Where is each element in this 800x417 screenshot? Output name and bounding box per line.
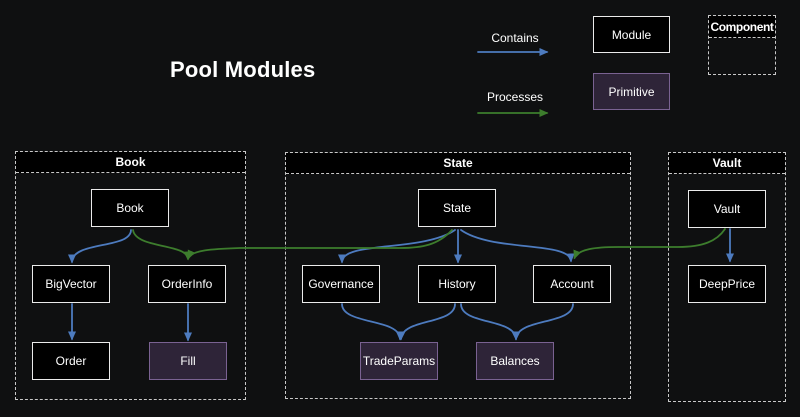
container-book: Book Book BigVector OrderInfo Order Fill bbox=[15, 151, 246, 400]
page-title: Pool Modules bbox=[170, 57, 316, 82]
node-orderinfo-label: OrderInfo bbox=[161, 277, 213, 291]
node-bigvector: BigVector bbox=[32, 265, 110, 303]
node-state: State bbox=[418, 189, 496, 227]
node-vault: Vault bbox=[688, 190, 766, 228]
container-book-title: Book bbox=[16, 152, 245, 173]
legend-contains-label: Contains bbox=[491, 31, 539, 45]
node-state-label: State bbox=[442, 201, 472, 215]
node-book: Book bbox=[91, 189, 169, 227]
node-balances-label: Balances bbox=[490, 354, 540, 368]
node-account: Account bbox=[533, 265, 611, 303]
node-governance-label: Governance bbox=[308, 277, 374, 291]
legend-module-label: Module bbox=[611, 27, 652, 42]
node-fill-label: Fill bbox=[180, 354, 196, 368]
node-deepprice-label: DeepPrice bbox=[698, 277, 756, 291]
legend-module-box: Module bbox=[593, 16, 670, 53]
node-order: Order bbox=[32, 342, 110, 380]
node-account-label: Account bbox=[550, 277, 594, 291]
container-state: State State Governance History Account T… bbox=[285, 152, 631, 399]
node-book-label: Book bbox=[116, 201, 144, 215]
node-bigvector-label: BigVector bbox=[45, 277, 97, 291]
node-history: History bbox=[418, 265, 496, 303]
node-orderinfo: OrderInfo bbox=[148, 265, 226, 303]
node-order-label: Order bbox=[55, 354, 87, 368]
legend-primitive-label: Primitive bbox=[608, 84, 655, 99]
node-governance: Governance bbox=[302, 265, 380, 303]
node-fill: Fill bbox=[149, 342, 227, 380]
legend-component-label: Component bbox=[709, 16, 775, 38]
container-vault-title: Vault bbox=[669, 153, 785, 174]
node-deepprice: DeepPrice bbox=[688, 265, 766, 303]
legend-processes-label: Processes bbox=[486, 90, 544, 104]
container-vault: Vault Vault DeepPrice bbox=[668, 152, 786, 402]
node-history-label: History bbox=[438, 277, 476, 291]
node-tradeparams: TradeParams bbox=[360, 342, 438, 380]
node-vault-label: Vault bbox=[713, 202, 741, 216]
node-balances: Balances bbox=[476, 342, 554, 380]
legend-primitive-box: Primitive bbox=[593, 73, 670, 110]
legend-component-box: Component bbox=[708, 15, 776, 75]
node-tradeparams-label: TradeParams bbox=[362, 354, 436, 368]
container-state-title: State bbox=[286, 153, 630, 174]
